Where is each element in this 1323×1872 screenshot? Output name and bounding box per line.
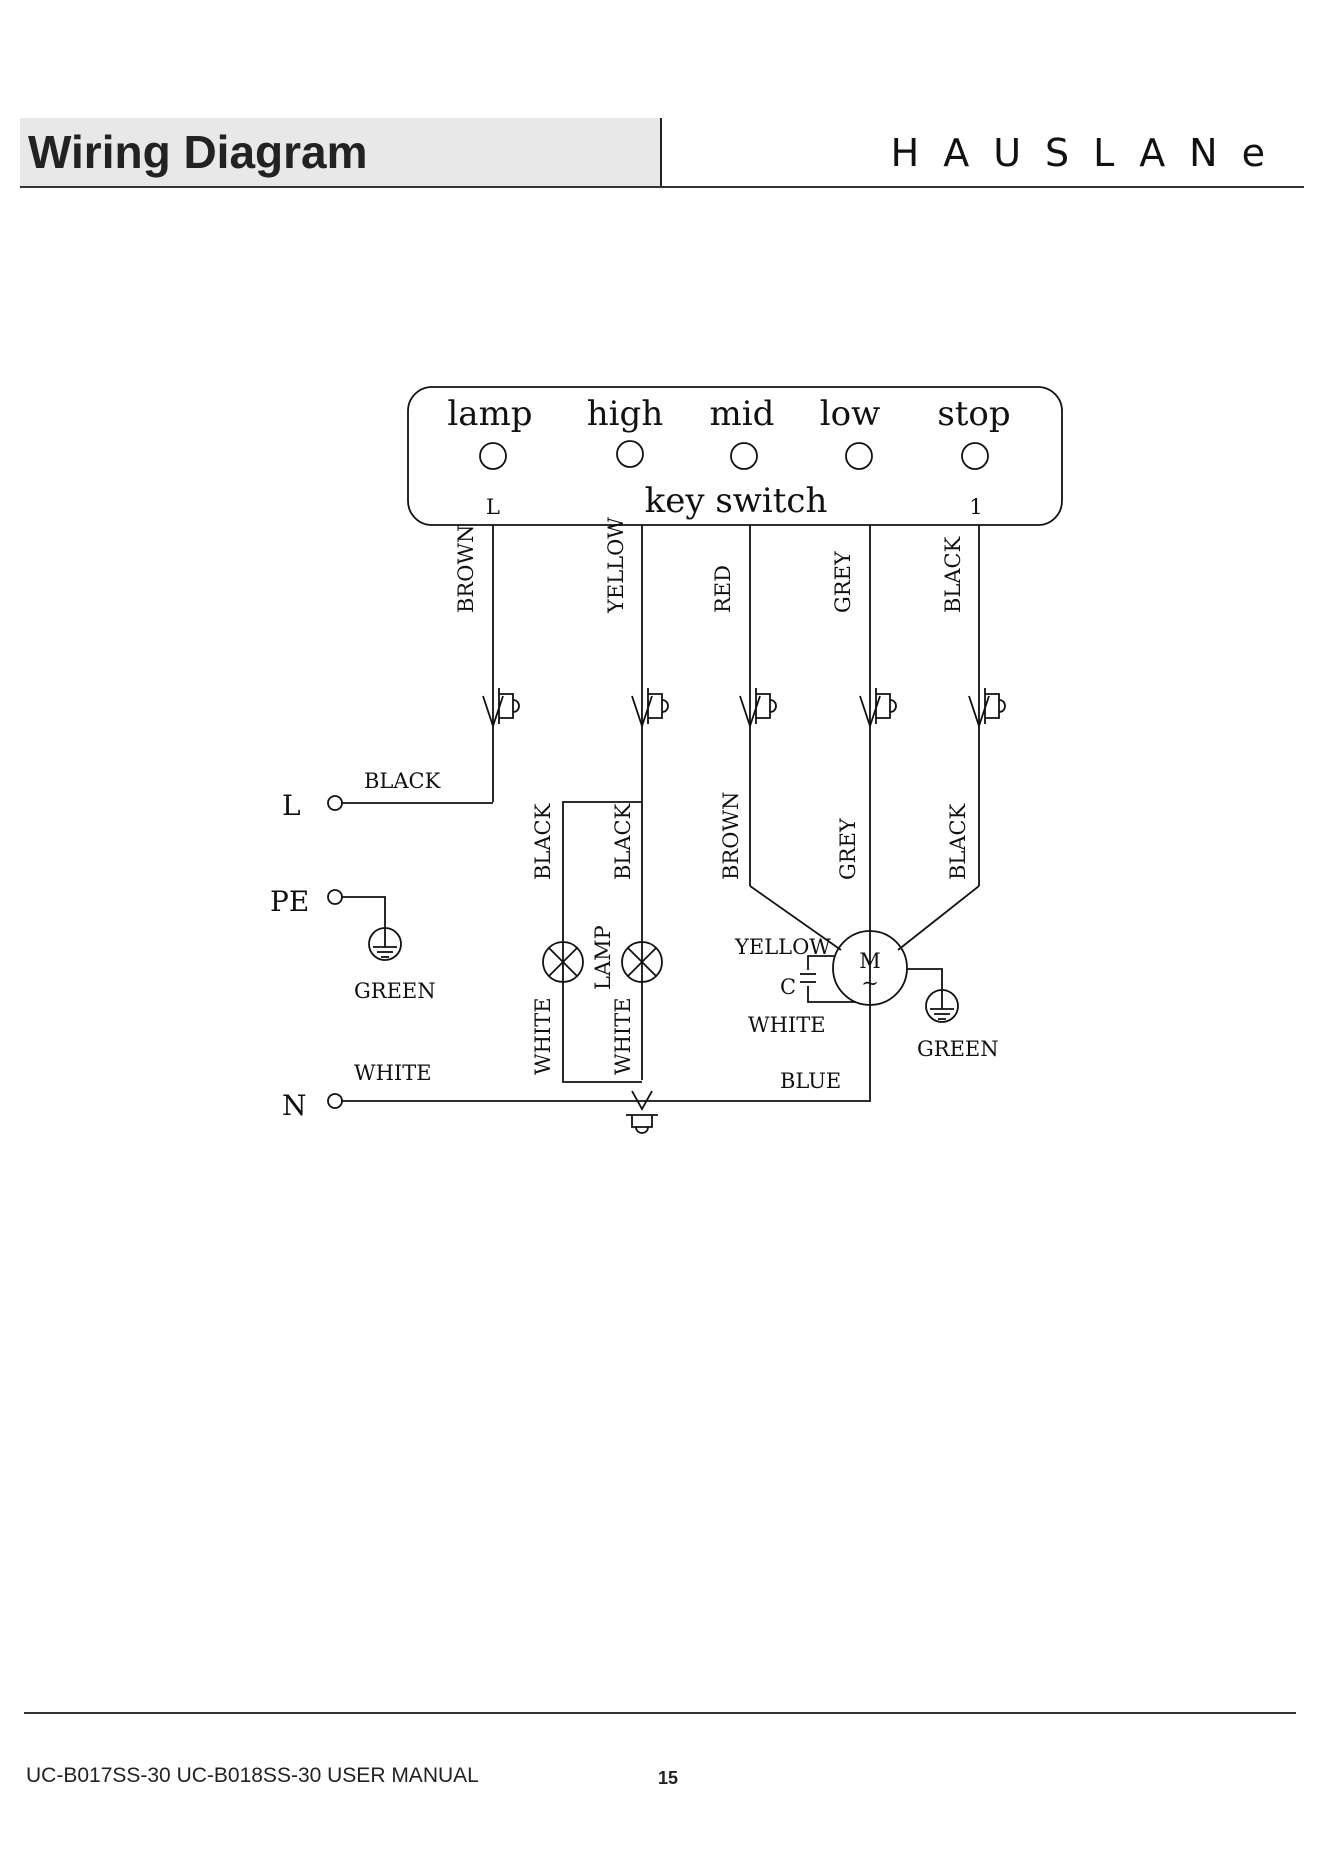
key-switch-label: key switch	[645, 481, 828, 521]
wire-label-red: RED	[711, 565, 735, 613]
wire-label-black: BLACK	[941, 536, 965, 613]
lamp-wire-label-right-bottom: WHITE	[611, 997, 635, 1075]
lamp-wire-label-left-bottom: WHITE	[531, 997, 555, 1075]
switch-button-lamp	[480, 443, 506, 469]
wire-pe	[342, 897, 385, 929]
wire-cap-white	[808, 986, 856, 1002]
footer-manual-title: UC-B017SS-30 UC-B018SS-30 USER MANUAL	[26, 1764, 479, 1788]
switch-button-stop	[962, 443, 988, 469]
motor-wire-label-white: WHITE	[748, 1013, 826, 1037]
wire-label-pe-green: GREEN	[354, 979, 436, 1003]
switch-button-label-mid: mid	[710, 394, 775, 434]
page-number: 15	[658, 1768, 678, 1789]
motor-wire-label-green: GREEN	[917, 1037, 999, 1061]
connector-brown	[483, 688, 519, 726]
motor-wire-label-yellow: YELLOW	[734, 935, 831, 959]
connector-black	[969, 688, 1005, 726]
switch-button-low	[846, 443, 872, 469]
switch-button-label-stop: stop	[937, 394, 1010, 434]
lamp-wire-label-left-top: BLACK	[531, 803, 555, 880]
motor-wire-label-brown: BROWN	[719, 792, 743, 880]
terminal-pe	[328, 890, 342, 904]
lamp-label: LAMP	[591, 925, 615, 990]
switch-pin-1: 1	[969, 495, 982, 519]
capacitor-label: C	[780, 975, 796, 999]
wire-label-grey: GREY	[831, 550, 855, 613]
lamp-wire-label-right-top: BLACK	[611, 803, 635, 880]
switch-button-label-low: low	[820, 394, 880, 434]
connector-grey	[860, 688, 896, 726]
wire-label-neutral-white: WHITE	[354, 1061, 432, 1085]
connector-neutral	[626, 1091, 658, 1133]
motor-symbol: M	[859, 949, 881, 973]
earth-symbol-pe	[369, 928, 401, 960]
terminal-l	[328, 796, 342, 810]
terminal-label-pe: PE	[270, 885, 309, 918]
motor-wire-label-grey: GREY	[836, 817, 860, 880]
wire-label-yellow: YELLOW	[604, 517, 628, 614]
motor-wire-label-black: BLACK	[946, 803, 970, 880]
wire-label-brown: BROWN	[454, 525, 478, 613]
footer-rule	[24, 1712, 1296, 1714]
wire-motor-earth	[907, 969, 942, 990]
connector-yellow	[632, 688, 668, 726]
motor-wire-label-blue: BLUE	[780, 1069, 841, 1093]
switch-pin-l: L	[486, 495, 500, 519]
earth-symbol-motor	[926, 990, 958, 1022]
motor-ac-symbol: ~	[861, 971, 879, 995]
terminal-label-l: L	[282, 789, 301, 822]
terminal-n	[328, 1094, 342, 1108]
wire-motor-black	[898, 886, 979, 950]
switch-button-high	[617, 441, 643, 467]
connector-red	[740, 688, 776, 726]
terminal-label-n: N	[282, 1089, 307, 1122]
switch-button-label-lamp: lamp	[447, 394, 532, 434]
switch-button-label-high: high	[587, 394, 663, 434]
switch-button-mid	[731, 443, 757, 469]
wire-label-line-black: BLACK	[364, 769, 441, 793]
